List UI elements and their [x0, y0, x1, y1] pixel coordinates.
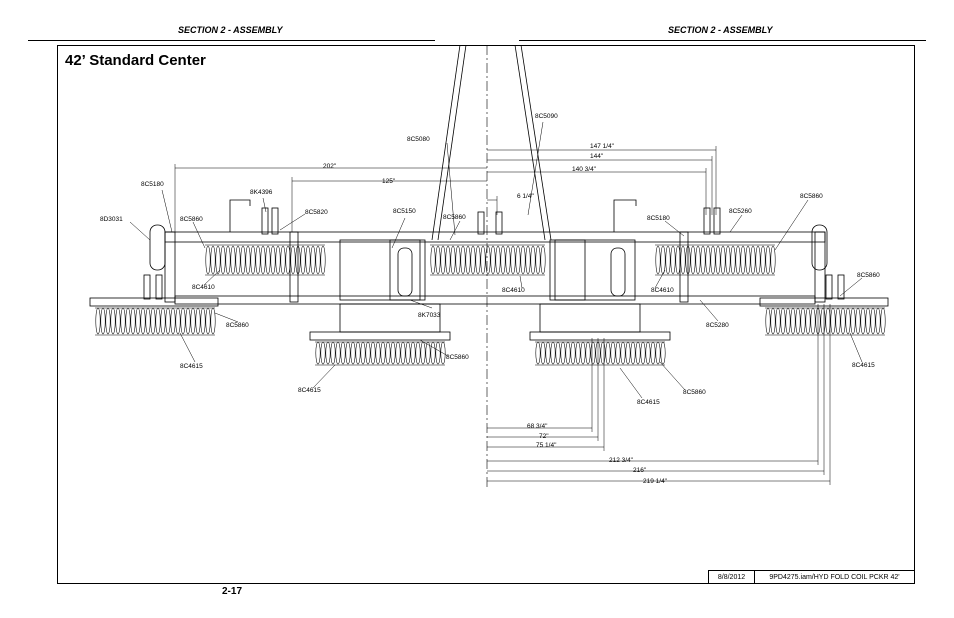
- part-8c5860-g: 8C5860: [683, 389, 706, 396]
- part-8c4615-c: 8C4615: [637, 399, 660, 406]
- part-8c4615-d: 8C4615: [852, 362, 875, 369]
- part-8c5860-a: 8C5860: [180, 216, 203, 223]
- footer-file: 9PD4275.iam/HYD FOLD COIL PCKR 42': [754, 570, 915, 584]
- part-8c5280: 8C5280: [706, 322, 729, 329]
- part-8c5820: 8C5820: [305, 209, 328, 216]
- footer-date: 8/8/2012: [708, 570, 754, 584]
- dim-212-3-4: 212 3/4": [609, 457, 634, 464]
- dim-144: 144": [590, 153, 604, 160]
- part-8k7033: 8K7033: [418, 312, 441, 319]
- page-title: 42’ Standard Center: [65, 52, 206, 69]
- dim-219-1-4: 219 1/4": [643, 478, 668, 485]
- dim-147-1-4: 147 1/4": [590, 143, 615, 150]
- part-8k4396: 8K4396: [250, 189, 273, 196]
- dim-68-3-4: 68 3/4": [527, 423, 548, 430]
- part-8c5150: 8C5150: [393, 208, 416, 215]
- header-rule-right: [519, 40, 926, 41]
- part-8d3031: 8D3031: [100, 216, 123, 223]
- part-8c5860-b: 8C5860: [443, 214, 466, 221]
- page-number: 2-17: [222, 586, 243, 597]
- dim-140-3-4: 140 3/4": [572, 166, 597, 173]
- part-8c5860-e: 8C5860: [226, 322, 249, 329]
- part-8c4610-a: 8C4610: [192, 284, 215, 291]
- header-rule-left: [28, 40, 435, 41]
- dim-75-1-4: 75 1/4": [536, 442, 557, 449]
- part-8c5180-left: 8C5180: [141, 181, 164, 188]
- part-8c5860-c: 8C5860: [800, 193, 823, 200]
- part-8c4615-a: 8C4615: [180, 363, 203, 370]
- part-8c5180-right: 8C5180: [647, 215, 670, 222]
- drawing-frame: [57, 45, 915, 584]
- dim-125: 125": [382, 178, 396, 185]
- dim-6-1-4: 6 1/4": [517, 193, 534, 200]
- part-8c5860-d: 8C5860: [857, 272, 880, 279]
- part-8c5090: 8C5090: [535, 113, 558, 120]
- dim-72: 72": [539, 433, 549, 440]
- part-8c4610-b: 8C4610: [502, 287, 525, 294]
- dim-202: 202": [323, 163, 337, 170]
- header-left-section: SECTION 2 - ASSEMBLY: [178, 25, 283, 35]
- dim-216: 216": [633, 467, 647, 474]
- header-right-section: SECTION 2 - ASSEMBLY: [668, 25, 773, 35]
- part-8c4615-b: 8C4615: [298, 387, 321, 394]
- part-8c5080: 8C5080: [407, 136, 430, 143]
- part-8c5860-f: 8C5860: [446, 354, 469, 361]
- part-8c4610-c: 8C4610: [651, 287, 674, 294]
- part-8c5260: 8C5260: [729, 208, 752, 215]
